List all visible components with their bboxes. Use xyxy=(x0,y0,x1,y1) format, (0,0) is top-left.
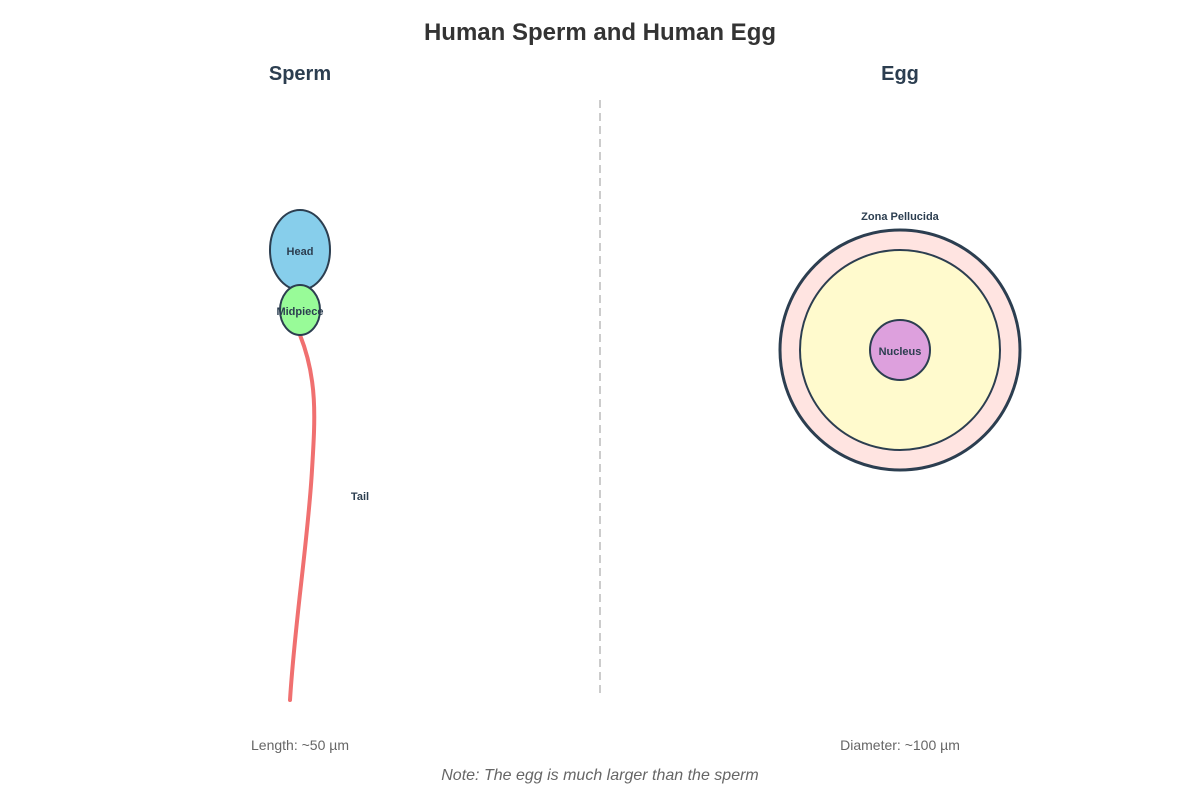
sperm-heading: Sperm xyxy=(269,63,331,85)
diagram-title: Human Sperm and Human Egg xyxy=(424,19,776,46)
sperm-illustration: Head Midpiece Tail xyxy=(269,209,369,702)
egg-diameter-label: Diameter: ~100 µm xyxy=(840,737,960,753)
egg-illustration: Zona Pellucida Nucleus xyxy=(778,211,1022,472)
egg-nucleus xyxy=(869,319,931,381)
egg-heading: Egg xyxy=(881,63,919,85)
egg-nucleus-label: Nucleus xyxy=(879,346,922,358)
sperm-tail-label: Tail xyxy=(351,491,369,503)
sperm-midpiece xyxy=(279,284,321,336)
sperm-midpiece-label: Midpiece xyxy=(276,306,323,318)
footnote: Note: The egg is much larger than the sp… xyxy=(441,767,759,784)
sperm-head-label: Head xyxy=(287,246,314,258)
sperm-tail xyxy=(288,333,317,702)
sperm-length-label: Length: ~50 µm xyxy=(251,737,349,753)
egg-zona-label: Zona Pellucida xyxy=(861,211,940,223)
